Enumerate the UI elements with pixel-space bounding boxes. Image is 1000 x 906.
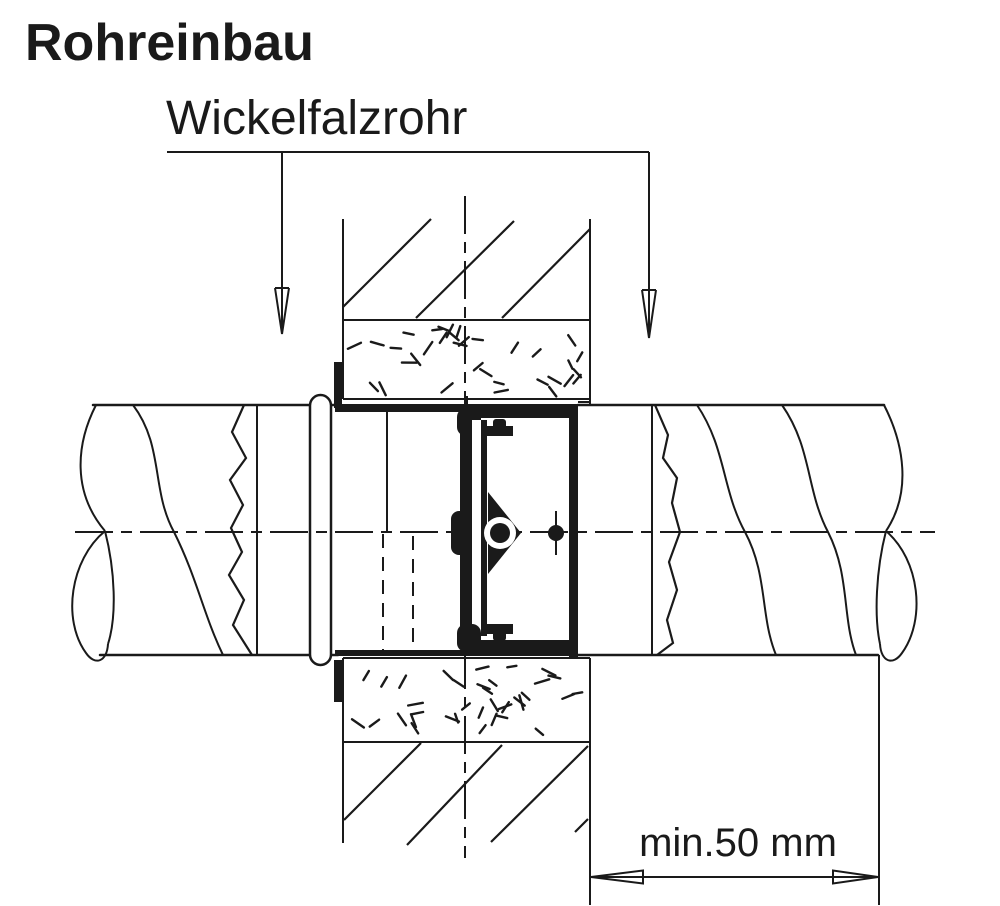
blade-stop-top (487, 419, 513, 436)
casing-bottom-bar (461, 640, 578, 654)
sleeve-top-edge (335, 404, 578, 412)
flange-bar-top (334, 362, 342, 408)
leader-line (167, 151, 657, 339)
masonry-hatching (343, 742, 589, 846)
leader-arrow-right (641, 289, 657, 339)
hidden-edges (382, 405, 414, 655)
dimension (590, 655, 880, 905)
masonry-hatching (342, 218, 591, 319)
dim-arrow-left (590, 869, 644, 885)
left-pipe (71, 393, 340, 667)
casing-right-wall (569, 404, 578, 657)
wall-upper-section (342, 218, 591, 405)
dim-arrow-right (832, 869, 879, 885)
drawing-title: Rohreinbau (25, 14, 314, 72)
bead-ring (308, 393, 333, 667)
axle-bearing (451, 511, 468, 555)
sleeve-bottom-edge (335, 650, 578, 656)
blade-stop-bottom (487, 624, 513, 641)
wall-lower-section (342, 657, 591, 905)
pipe-label: Wickelfalzrohr (166, 92, 467, 145)
casing-top-bar (461, 404, 578, 418)
right-pipe (576, 403, 918, 662)
flange-bar-bottom (334, 660, 342, 702)
mortar-speckle-upper (346, 323, 584, 398)
dimension-label: min.50 mm (639, 821, 837, 865)
leader-arrow-left (274, 287, 290, 335)
blade-hub (484, 492, 521, 574)
damper-unit (334, 362, 590, 702)
release-element (548, 511, 564, 555)
mortar-speckle-lower (350, 664, 584, 737)
